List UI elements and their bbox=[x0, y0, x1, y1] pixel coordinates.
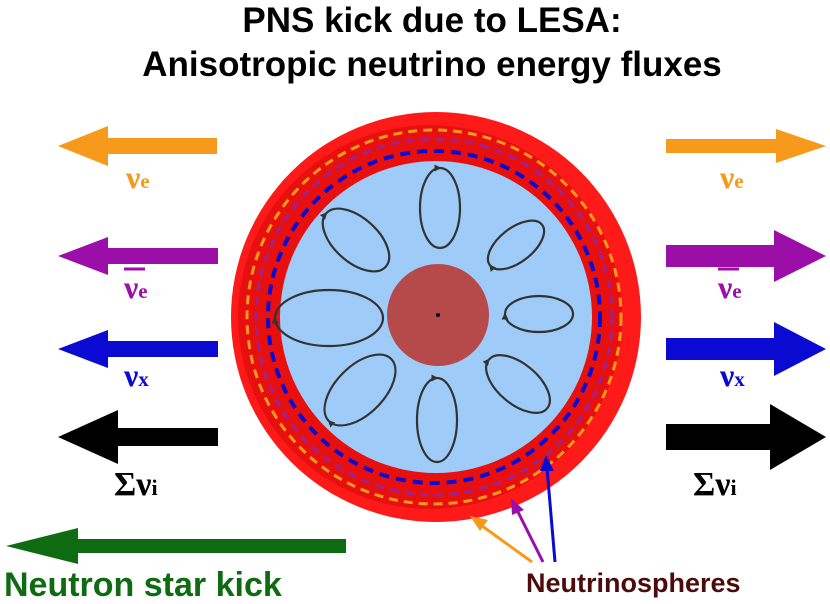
convection-cell-lower-left bbox=[323, 353, 397, 428]
nu-x-right-label: νx bbox=[719, 357, 745, 393]
kick-caption: Neutron star kick bbox=[4, 566, 282, 604]
nu-e-right-arrow bbox=[666, 129, 826, 163]
nu-e-left-arrow bbox=[58, 126, 217, 166]
nu-x-right-arrow bbox=[666, 322, 826, 376]
nu-e-pointer-head bbox=[470, 516, 488, 531]
center-dot bbox=[436, 313, 440, 317]
anti-nu-e-right-arrow bbox=[666, 230, 826, 282]
proto-neutron-star bbox=[231, 112, 641, 522]
neutrinospheres-caption: Neutrinospheres bbox=[526, 568, 741, 598]
nu-e-neutrinosphere bbox=[245, 128, 623, 506]
nu-x-left-label: νx bbox=[123, 357, 149, 393]
nu-x-neutrinosphere bbox=[266, 149, 602, 485]
right-flux-arrows bbox=[666, 129, 826, 470]
anti-nu-e-left-arrow bbox=[58, 237, 218, 275]
nu-e-right-label: νe bbox=[719, 159, 744, 195]
sum-left-label: Σνi bbox=[114, 466, 158, 503]
sum-left-arrow bbox=[58, 410, 218, 464]
title-line-2: Anisotropic neutrino energy fluxes bbox=[142, 45, 722, 84]
kick-arrow bbox=[6, 528, 346, 564]
left-flux-arrows bbox=[58, 126, 218, 464]
anti-nu-e-left-label: νe bbox=[123, 269, 148, 305]
nu-x-pointer-line bbox=[545, 467, 557, 563]
anti-nu-e-neutrinosphere bbox=[254, 137, 614, 497]
nu-e-pointer-line bbox=[477, 521, 533, 564]
sum-right-arrow bbox=[666, 404, 826, 470]
convection-cell-lower-right bbox=[482, 354, 551, 414]
convection-cell-top bbox=[418, 164, 462, 250]
convection-cell-left bbox=[271, 288, 385, 348]
nu-x-left-arrow bbox=[58, 330, 218, 368]
nu-x-pointer-head bbox=[540, 455, 554, 471]
anti-nu-e-right-label: νe bbox=[717, 269, 742, 305]
convection-cell-right bbox=[501, 294, 575, 334]
anti-nu-e-pointer-line bbox=[514, 507, 545, 563]
convection-cell-upper-left bbox=[319, 207, 391, 273]
title-line-1: PNS kick due to LESA: bbox=[242, 1, 621, 40]
sum-right-label: Σνi bbox=[693, 466, 737, 503]
neutrinosphere-pointers bbox=[470, 455, 557, 564]
convection-cell-upper-right bbox=[486, 219, 546, 272]
convection-cell-bottom bbox=[415, 374, 459, 464]
anti-nu-e-pointer-head bbox=[511, 498, 524, 515]
nu-e-left-label: νe bbox=[125, 159, 150, 195]
